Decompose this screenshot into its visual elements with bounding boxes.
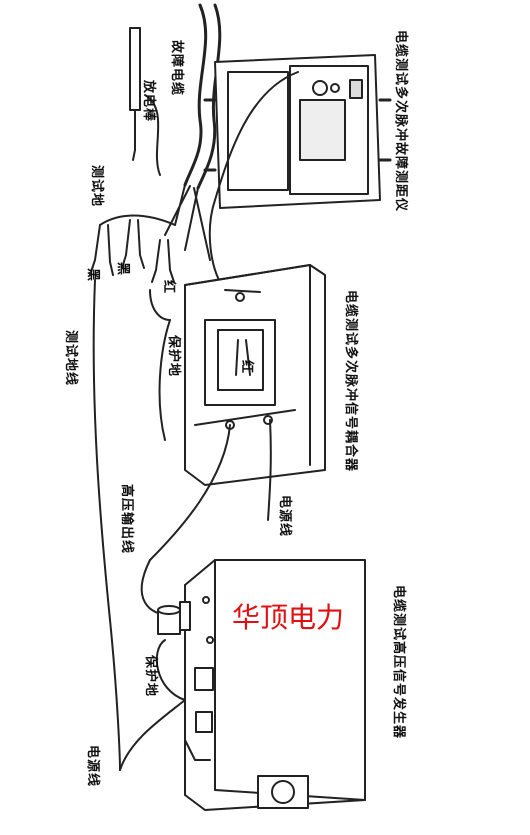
label-coupler: 电缆测试多次脉冲信号耦合器	[343, 290, 358, 473]
label-protect-ground-gen: 保护地	[143, 655, 158, 698]
label-power-line-coupler: 电源线	[277, 495, 292, 538]
label-faulty-cable: 故障电缆	[169, 40, 184, 97]
label-discharge-rod: 放电棒	[141, 80, 156, 123]
label-protect-ground-coupler: 保护地	[166, 335, 181, 378]
label-hv-output: 高压输出线	[119, 484, 134, 555]
label-red-clip: 红	[161, 280, 176, 295]
label-test-ground: 测试地	[89, 165, 104, 208]
hv-signal-generator	[157, 559, 366, 811]
fault-locator-instrument	[203, 54, 392, 291]
discharge-rod	[129, 27, 161, 176]
label-test-ground-wire: 测试地线	[63, 330, 78, 387]
label-black-1: 黑	[85, 268, 100, 283]
label-instrument: 电缆测试多次脉冲故障测距仪	[393, 30, 408, 213]
label-black-2: 黑	[115, 262, 130, 277]
signal-coupler	[149, 264, 326, 561]
label-generator: 电缆测试高压信号发生器	[391, 585, 406, 740]
brand-text: 华顶电力	[232, 601, 345, 634]
label-power-line-gen: 电源线	[85, 745, 100, 788]
label-red-inner: 红	[239, 360, 254, 375]
clips-and-leads	[89, 214, 176, 771]
